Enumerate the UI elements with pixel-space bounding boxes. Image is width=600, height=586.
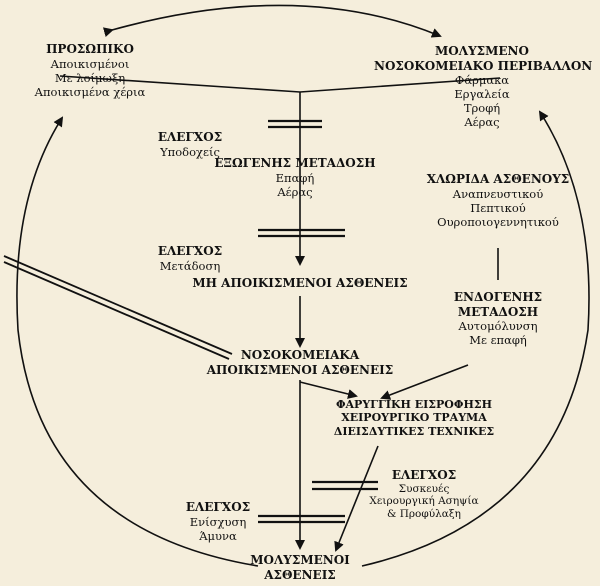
endogenous-item: Αυτομόλυνση: [458, 319, 538, 334]
control-item: Χειρουργική Ασηψία: [369, 495, 479, 508]
flora-item: Ουροποιογεννητικού: [437, 214, 559, 229]
control-resistance-block: ΕΛΕΓΧΟΣ Ενίσχυση Άμυνα: [168, 500, 268, 543]
staff-title: ΠΡΟΣΩΠΙΚΟ: [46, 42, 134, 56]
environment-item: Εργαλεία: [454, 87, 510, 102]
endogenous-title: ΜΕΤΑΔΟΣΗ: [457, 304, 539, 319]
arrow-entry-to-infected: [334, 445, 379, 552]
non-colonized-block: ΜΗ ΑΠΟΙΚΙΣΜΕΝΟΙ ΑΣΘΕΝΕΙΣ: [172, 276, 428, 291]
flora-title: ΧΛΩΡΙΔΑ ΑΣΘΕΝΟΥΣ: [426, 172, 570, 186]
control-title: ΕΛΕΓΧΟΣ: [391, 468, 457, 482]
endogenous-title: ΕΝΔΟΓΕΝΗΣ: [453, 290, 543, 304]
staff-item: Με λοίμωξη: [54, 70, 126, 85]
colonized-title: ΝΟΣΟΚΟΜΕΙΑΚΑ: [240, 348, 360, 362]
infected-title: ΜΟΛΥΣΜΕΝΟΙ: [250, 553, 350, 567]
control-item: Υποδοχείς: [160, 144, 220, 159]
exogenous-block: ΕΞΩΓΕΝΗΣ ΜΕΤΑΔΟΣΗ Επαφή Αέρας: [205, 156, 385, 199]
control-transmission-block: ΕΛΕΓΧΟΣ Μετάδοση: [140, 244, 240, 273]
arrow-staff-environment: [102, 4, 442, 38]
control-title: ΕΛΕΓΧΟΣ: [185, 500, 251, 514]
control-devices-block: ΕΛΕΓΧΟΣ Συσκευές Χειρουργική Ασηψία & Πρ…: [356, 468, 492, 521]
endogenous-item: Με επαφή: [469, 333, 527, 348]
exogenous-item: Επαφή: [275, 170, 315, 185]
infected-title: ΑΣΘΕΝΕΙΣ: [264, 567, 336, 582]
endogenous-block: ΕΝΔΟΓΕΝΗΣ ΜΕΤΑΔΟΣΗ Αυτομόλυνση Με επαφή: [438, 290, 558, 347]
entry-line: ΦΑΡΥΓΓΙΚΗ ΕΙΣΡΟΦΗΣΗ: [335, 398, 493, 411]
non-colonized-title: ΜΗ ΑΠΟΙΚΙΣΜΕΝΟΙ ΑΣΘΕΝΕΙΣ: [192, 276, 408, 290]
exogenous-title: ΕΞΩΓΕΝΗΣ ΜΕΤΑΔΟΣΗ: [214, 156, 376, 170]
arrow-infected-to-environment: [361, 110, 590, 567]
control-item: Συσκευές: [398, 482, 450, 495]
staff-item: Αποικισμένοι: [50, 56, 130, 71]
control-item: & Προφύλαξη: [387, 508, 461, 521]
entry-line: ΔΙΕΙΣΔΥΤΙΚΕΣ ΤΕΧΝΙΚΕΣ: [333, 424, 495, 438]
environment-title: ΝΟΣΟΚΟΜΕΙΑΚΟ ΠΕΡΙΒΑΛΛΟΝ: [374, 58, 593, 73]
environment-title: ΜΟΛΥΣΜΕΝΟ: [435, 44, 529, 58]
colonized-block: ΝΟΣΟΚΟΜΕΙΑΚΑ ΑΠΟΙΚΙΣΜΕΝΟΙ ΑΣΘΕΝΕΙΣ: [190, 348, 410, 377]
control-item: Μετάδοση: [159, 258, 221, 273]
entry-block: ΦΑΡΥΓΓΙΚΗ ΕΙΣΡΟΦΗΣΗ ΧΕΙΡΟΥΡΓΙΚΟ ΤΡΑΥΜΑ Δ…: [316, 398, 512, 438]
arrow-endogenous-to-entry: [380, 364, 469, 400]
control-receptacles-block: ΕΛΕΓΧΟΣ Υποδοχείς: [140, 130, 240, 159]
control-title: ΕΛΕΓΧΟΣ: [157, 130, 223, 144]
environment-item: Φάρμακα: [454, 73, 510, 88]
exogenous-item: Αέρας: [277, 184, 313, 199]
entry-line: ΧΕΙΡΟΥΡΓΙΚΟ ΤΡΑΥΜΑ: [341, 411, 487, 425]
flora-item: Πεπτικού: [470, 200, 526, 215]
arrow-colonized-to-entry: [299, 381, 358, 399]
environment-item: Αέρας: [464, 115, 500, 130]
flora-item: Αναπνευστικού: [452, 186, 544, 201]
staff-block: ΠΡΟΣΩΠΙΚΟ Αποικισμένοι Με λοίμωξη Αποικι…: [14, 42, 166, 99]
staff-item: Αποικισμένα χέρια: [34, 84, 146, 99]
infected-block: ΜΟΛΥΣΜΕΝΟΙ ΑΣΘΕΝΕΙΣ: [230, 553, 370, 582]
colonized-title: ΑΠΟΙΚΙΣΜΕΝΟΙ ΑΣΘΕΝΕΙΣ: [206, 362, 394, 377]
environment-item: Τροφή: [463, 101, 501, 116]
flora-block: ΧΛΩΡΙΔΑ ΑΣΘΕΝΟΥΣ Αναπνευστικού Πεπτικού …: [406, 172, 590, 229]
control-title: ΕΛΕΓΧΟΣ: [157, 244, 223, 258]
arrow-infected-to-staff: [16, 116, 259, 567]
environment-block: ΜΟΛΥΣΜΕΝΟ ΝΟΣΟΚΟΜΕΙΑΚΟ ΠΕΡΙΒΑΛΛΟΝ Φάρμακ…: [374, 44, 593, 130]
control-item: Άμυνα: [199, 528, 237, 543]
control-item: Ενίσχυση: [189, 514, 247, 529]
